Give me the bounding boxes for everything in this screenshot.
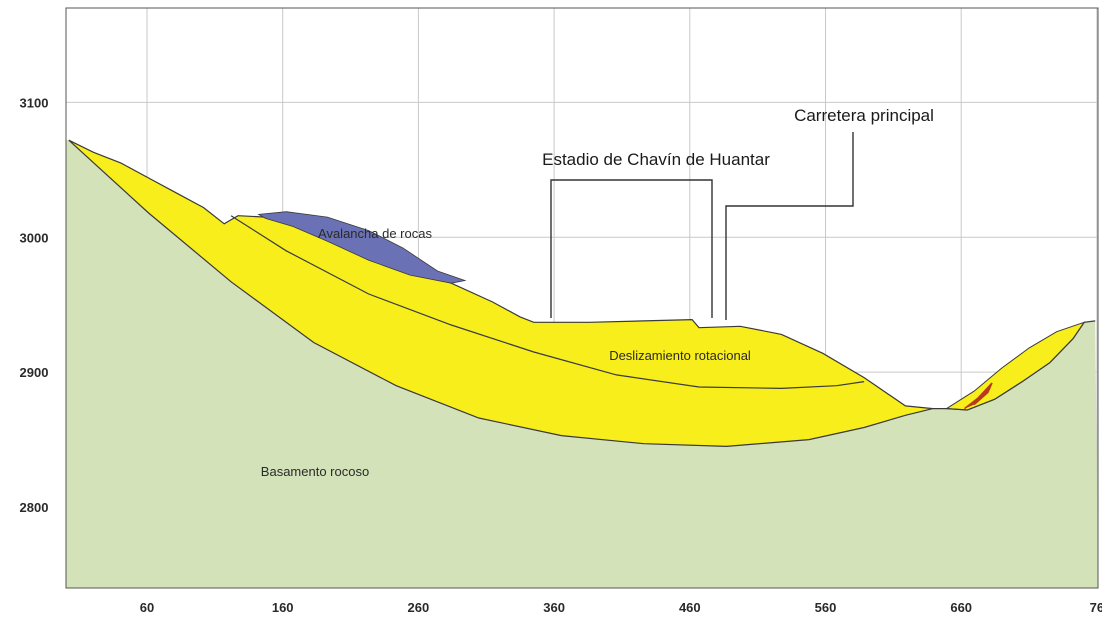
x-tick-label: 60 bbox=[140, 600, 154, 615]
inner-slip-surface bbox=[230, 215, 865, 390]
x-tick-label: 460 bbox=[679, 600, 701, 615]
road-leader-line bbox=[725, 132, 854, 320]
x-tick-label: 560 bbox=[815, 600, 837, 615]
plot-frame bbox=[65, 7, 1099, 589]
bedrock-area bbox=[66, 140, 1098, 589]
y-tick-label: 2900 bbox=[20, 365, 49, 380]
x-axis-ticks: 60 160 260 360 460 560 660 76 bbox=[140, 600, 1102, 615]
slide-label: Deslizamiento rotacional bbox=[609, 348, 751, 363]
x-tick-label: 160 bbox=[272, 600, 294, 615]
landslide-body bbox=[68, 139, 934, 448]
x-tick-label: 660 bbox=[950, 600, 972, 615]
y-tick-label: 3000 bbox=[20, 230, 49, 245]
stadium-callout-label: Estadio de Chavín de Huantar bbox=[542, 150, 770, 169]
x-tick-label: 76 bbox=[1090, 600, 1102, 615]
rock-avalanche-deposit bbox=[257, 211, 467, 284]
y-tick-label: 2800 bbox=[20, 500, 49, 515]
x-tick-label: 260 bbox=[408, 600, 430, 615]
bedrock-label: Basamento rocoso bbox=[261, 464, 369, 479]
right-bank-accent bbox=[964, 382, 993, 410]
y-tick-label: 3100 bbox=[20, 95, 49, 110]
stadium-leader-line bbox=[550, 179, 713, 318]
avalanche-label: Avalancha de rocas bbox=[318, 226, 432, 241]
road-callout-label: Carretera principal bbox=[794, 106, 934, 125]
right-ground-line bbox=[932, 320, 1096, 411]
y-axis-ticks: 3100 3000 2900 2800 bbox=[20, 95, 49, 515]
x-tick-label: 360 bbox=[543, 600, 565, 615]
